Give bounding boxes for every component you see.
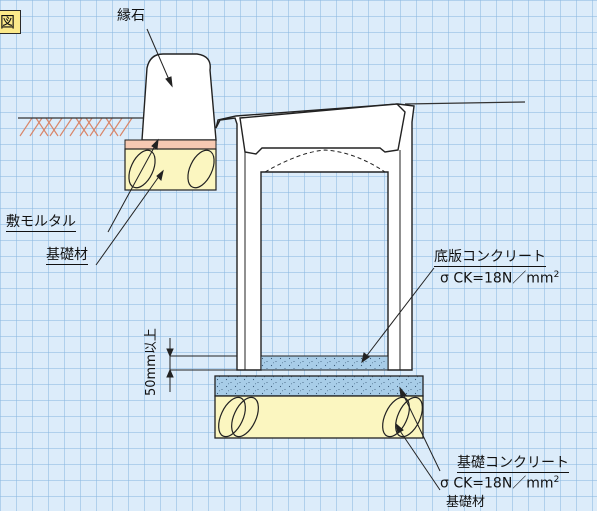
base-slab-concrete-label: 底版コンクリート xyxy=(434,249,546,267)
ground-hatch xyxy=(19,117,133,137)
curb-stone-label: 縁石 xyxy=(117,8,145,24)
cover-arch-dashed xyxy=(264,149,386,173)
dimension-50mm xyxy=(166,338,237,392)
dimension-50mm-label: 50mm以上 xyxy=(144,328,159,396)
gravel-ellipses-left xyxy=(128,149,215,189)
bedding-mortar-label: 敷モルタル xyxy=(6,214,76,232)
base-material-bottom xyxy=(214,395,424,439)
bedding-mortar xyxy=(124,139,217,150)
base-material-bottom-label: 基礎材 xyxy=(446,495,486,510)
foundation-strength-label: σ CK=18N／mm2 xyxy=(440,475,560,492)
base-slab-concrete xyxy=(260,355,389,371)
base-slab-strength-label: σ CK=18N／mm2 xyxy=(440,270,560,287)
foundation-concrete xyxy=(214,375,424,397)
base-material-left-label: 基礎材 xyxy=(46,247,88,265)
gutter-cover xyxy=(239,103,406,155)
foundation-concrete-label: 基礎コンクリート xyxy=(457,455,569,473)
road-surface-line xyxy=(404,101,526,105)
base-material-left xyxy=(124,148,217,191)
figure-label-tag: 図 xyxy=(0,10,22,34)
gutter-body xyxy=(215,103,415,371)
curb-stone xyxy=(141,53,217,141)
leader-lines xyxy=(95,28,441,491)
